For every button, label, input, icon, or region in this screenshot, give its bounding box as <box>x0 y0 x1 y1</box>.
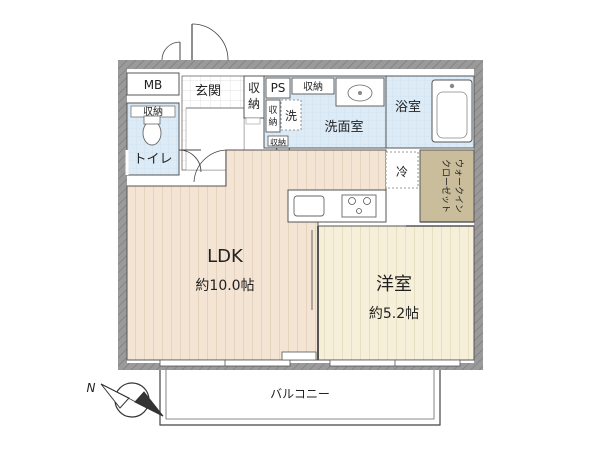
mb-label: MB <box>144 78 163 92</box>
wic-label-1: ウォークイン <box>453 159 464 213</box>
senmenshitsu <box>263 75 387 159</box>
small-storage-label-2: 納 <box>268 116 277 128</box>
genkan-label: 玄関 <box>195 84 221 99</box>
fridge-label: 冷 <box>396 165 408 179</box>
washer-label: 洗 <box>285 109 297 123</box>
compass-icon <box>100 382 164 418</box>
mb-box <box>126 72 180 96</box>
balcony <box>159 370 441 426</box>
compass-north-label: N <box>87 381 96 395</box>
senmenshitsu-label: 洗面室 <box>324 119 363 135</box>
ldk-size-label: 約10.0帖 <box>195 278 254 294</box>
ldk-label: LDK <box>207 246 244 267</box>
toilet-room <box>125 102 202 176</box>
yokushitsu <box>385 75 475 149</box>
ps-label: PS <box>271 81 286 95</box>
yoshitsu-size-label: 約5.2帖 <box>369 306 419 322</box>
entry-storage-label-2: 納 <box>248 97 260 111</box>
entry-storage-label-1: 収 <box>248 81 260 95</box>
wic-label-2: クローゼット <box>440 159 452 213</box>
under-storage-label: 収納 <box>270 137 286 147</box>
kitchen-counter <box>287 189 387 223</box>
toilet-storage-label: 収納 <box>143 105 163 118</box>
yoshitsu-label: 洋室 <box>376 274 412 295</box>
toilet-label: トイレ <box>133 152 172 167</box>
wash-storage-label: 収納 <box>303 80 323 93</box>
yokushitsu-label: 浴室 <box>395 99 421 115</box>
walk-in-closet <box>419 149 475 223</box>
entrance-door <box>161 23 229 61</box>
balcony-windows <box>159 351 461 367</box>
balcony-label: バルコニー <box>270 387 330 401</box>
fridge-space <box>385 151 419 189</box>
small-storage-label-1: 収 <box>268 104 277 116</box>
yoshitsu-room <box>311 225 475 361</box>
